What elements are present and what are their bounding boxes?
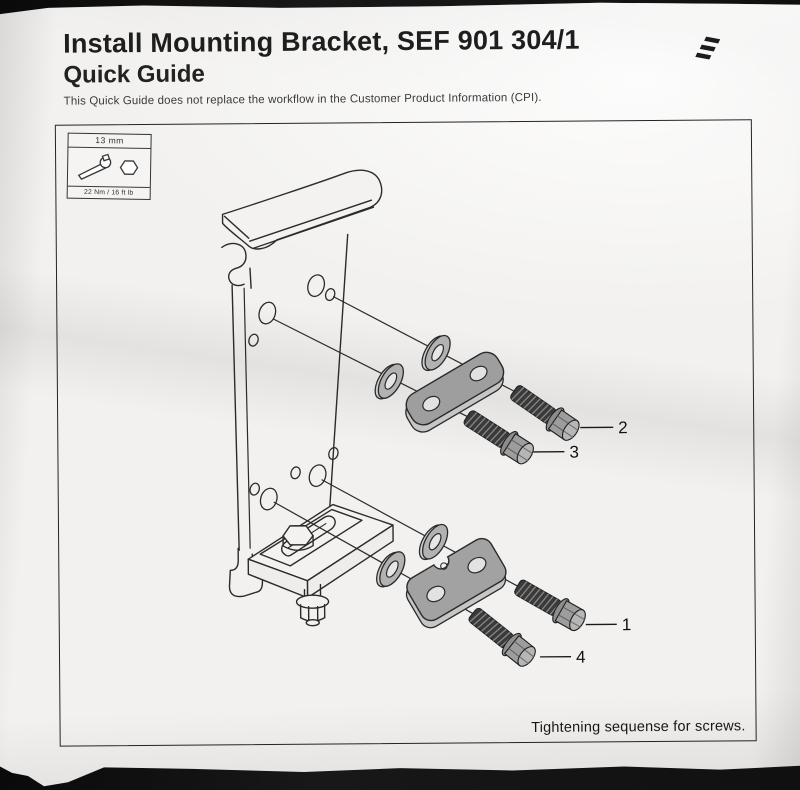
tightening-caption: Tightening sequense for screws.	[531, 718, 746, 736]
clamp-plate-lower	[399, 535, 513, 632]
washer-lower-right	[414, 519, 452, 564]
washer-lower-left	[372, 547, 410, 592]
washer-upper-left	[370, 359, 408, 404]
callouts: 2 3 1 4	[533, 418, 631, 667]
bracket-holes-lower	[248, 446, 340, 512]
flange-screw-1	[511, 574, 590, 635]
callout-3: 3	[533, 443, 579, 462]
svg-text:1: 1	[622, 615, 632, 634]
callout-2: 2	[580, 418, 628, 437]
svg-text:3: 3	[569, 443, 579, 462]
mounting-bracket	[221, 170, 394, 626]
callout-1: 1	[586, 615, 632, 634]
callout-4: 4	[540, 648, 586, 667]
svg-text:2: 2	[618, 418, 628, 437]
ericsson-logo-icon	[693, 33, 723, 65]
flange-screw-3	[460, 405, 538, 468]
doc-title: Install Mounting Bracket, SEF 901 304/1	[63, 25, 580, 60]
doc-subtitle: Quick Guide	[63, 61, 205, 90]
diagram-frame: 13 mm 22 Nm / 16 ft lb	[55, 119, 757, 746]
flange-screw-4	[464, 603, 540, 671]
washer-upper-right	[417, 330, 455, 375]
svg-text:4: 4	[576, 648, 586, 667]
exploded-view-diagram: 2 3 1 4	[56, 120, 756, 745]
doc-disclaimer: This Quick Guide does not replace the wo…	[64, 91, 684, 108]
bracket-holes-upper	[247, 273, 337, 348]
